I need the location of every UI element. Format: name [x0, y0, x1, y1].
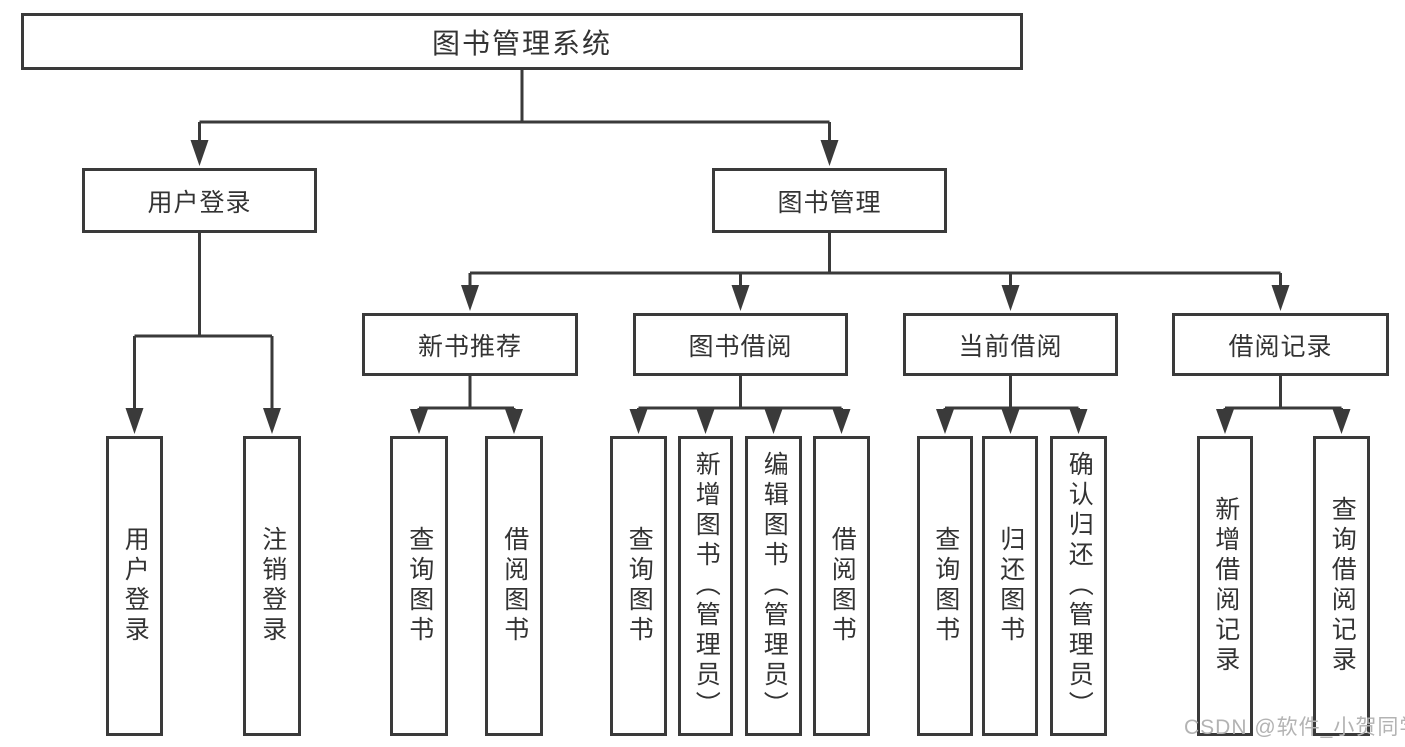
leaf-query-books-borrow-label: 查询图书	[625, 526, 654, 646]
node-root: 图书管理系统	[21, 13, 1023, 70]
leaf-user-login-label: 用户登录	[121, 526, 150, 646]
leaf-query-books-borrow: 查询图书	[610, 436, 667, 736]
node-new-book-recommend: 新书推荐	[362, 313, 578, 376]
leaf-edit-book-admin: 编辑图书（管理员）	[745, 436, 802, 736]
node-user-login: 用户登录	[82, 168, 317, 233]
leaf-user-login: 用户登录	[106, 436, 163, 736]
leaf-query-books-newbook: 查询图书	[390, 436, 448, 736]
leaf-add-borrow-record-label: 新增借阅记录	[1211, 496, 1240, 676]
leaf-query-borrow-record: 查询借阅记录	[1313, 436, 1370, 736]
leaf-logout-label: 注销登录	[258, 526, 287, 646]
node-book-borrow: 图书借阅	[633, 313, 848, 376]
connector-current-borrow-branch	[936, 376, 1088, 434]
node-current-borrow: 当前借阅	[903, 313, 1118, 376]
leaf-query-borrow-record-label: 查询借阅记录	[1328, 496, 1357, 676]
leaf-return-book-label: 归还图书	[996, 526, 1025, 646]
csdn-watermark: CSDN @软件_小贺同学	[1184, 716, 1405, 739]
leaf-borrow-books-borrow-label: 借阅图书	[828, 526, 857, 646]
leaf-return-book: 归还图书	[982, 436, 1038, 736]
leaf-query-books-current: 查询图书	[917, 436, 973, 736]
connector-user-login-branch	[125, 233, 281, 434]
node-borrow-records: 借阅记录	[1172, 313, 1389, 376]
connector-root-to-level2	[190, 70, 839, 166]
connector-borrow-records-branch	[1216, 376, 1351, 434]
leaf-borrow-books-newbook: 借阅图书	[485, 436, 543, 736]
connector-book-borrow-branch	[629, 376, 851, 434]
leaf-borrow-books-newbook-label: 借阅图书	[500, 526, 529, 646]
leaf-add-borrow-record: 新增借阅记录	[1197, 436, 1253, 736]
connector-book-management-branch	[461, 233, 1290, 311]
leaf-confirm-return-admin: 确认归还（管理员）	[1050, 436, 1107, 736]
leaf-query-books-newbook-label: 查询图书	[405, 526, 434, 646]
connector-new-book-branch	[410, 376, 523, 434]
leaf-borrow-books-borrow: 借阅图书	[813, 436, 870, 736]
node-book-management: 图书管理	[712, 168, 947, 233]
leaf-confirm-return-admin-label: 确认归还（管理员）	[1065, 451, 1094, 721]
leaf-edit-book-admin-label: 编辑图书（管理员）	[760, 451, 789, 721]
leaf-query-books-current-label: 查询图书	[931, 526, 960, 646]
leaf-add-book-admin: 新增图书（管理员）	[678, 436, 733, 736]
leaf-add-book-admin-label: 新增图书（管理员）	[692, 451, 721, 721]
leaf-logout: 注销登录	[243, 436, 301, 736]
